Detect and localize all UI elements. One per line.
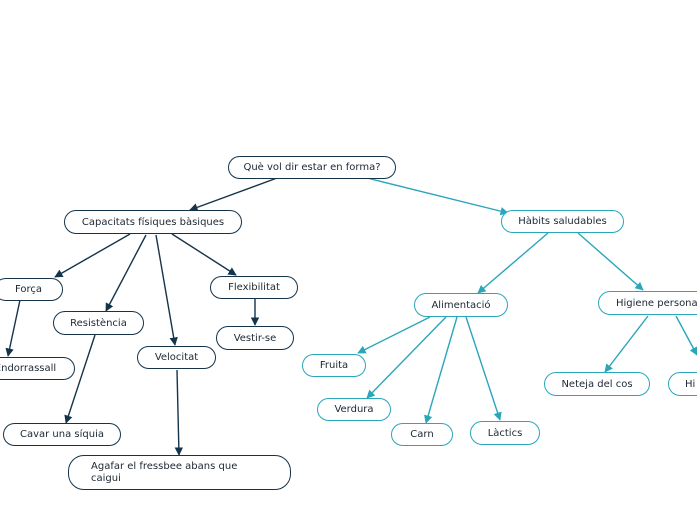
node-higiene-label: Higiene personal bbox=[616, 297, 697, 309]
edge-root-capacitats bbox=[189, 177, 278, 212]
node-flexibilitat[interactable]: Flexibilitat bbox=[210, 276, 298, 299]
node-forca[interactable]: Força bbox=[0, 278, 63, 301]
node-resistencia[interactable]: Resistència bbox=[53, 311, 144, 335]
edge-capacitats-resistencia bbox=[105, 234, 147, 312]
node-lactics[interactable]: Làctics bbox=[470, 421, 540, 445]
node-carn-label: Carn bbox=[410, 429, 434, 440]
node-carn[interactable]: Carn bbox=[391, 423, 453, 446]
node-habits[interactable]: Hàbits saludables bbox=[501, 210, 624, 233]
node-hi-label: Hi bbox=[685, 378, 696, 390]
edge-alimentacio-fruita bbox=[357, 316, 431, 354]
node-hi[interactable]: Hi bbox=[668, 372, 697, 396]
edge-habits-alimentacio bbox=[477, 232, 549, 294]
edge-velocitat-agafar bbox=[174, 369, 184, 456]
node-verdura-label: Verdura bbox=[334, 404, 374, 415]
node-agafar-label: Agafar el fressbee abans que caigui bbox=[91, 460, 238, 484]
edge-root-habits bbox=[366, 177, 509, 216]
node-neteja[interactable]: Neteja del cos bbox=[544, 372, 650, 396]
edge-resistencia-cavar bbox=[64, 334, 96, 424]
node-resistencia-label: Resistència bbox=[70, 317, 127, 329]
node-cavar-label: Cavar una síquia bbox=[19, 429, 104, 440]
node-agafar[interactable]: Agafar el fressbee abans que caigui bbox=[68, 455, 291, 490]
node-verdura[interactable]: Verdura bbox=[317, 398, 391, 421]
node-velocitat-label: Velocitat bbox=[154, 352, 199, 363]
edge-higiene-neteja bbox=[604, 315, 649, 373]
node-vestir[interactable]: Vestir-se bbox=[216, 326, 294, 350]
edge-alimentacio-verdura bbox=[366, 316, 447, 399]
edge-capacitats-velocitat bbox=[155, 234, 178, 346]
node-root[interactable]: Què vol dir estar en forma? bbox=[228, 156, 396, 179]
node-endorrassall[interactable]: Endorrassall bbox=[0, 357, 75, 380]
node-cavar[interactable]: Cavar una síquia bbox=[3, 423, 121, 446]
node-alimentacio[interactable]: Alimentació bbox=[414, 293, 508, 317]
edge-alimentacio-lactics bbox=[465, 316, 502, 421]
edge-capacitats-flexibilitat bbox=[171, 233, 237, 276]
node-alimentacio-label: Alimentació bbox=[431, 299, 491, 311]
node-habits-label: Hàbits saludables bbox=[518, 216, 607, 227]
node-fruita[interactable]: Fruita bbox=[302, 354, 366, 377]
node-vestir-label: Vestir-se bbox=[233, 332, 277, 344]
node-forca-label: Força bbox=[14, 284, 43, 295]
node-capacitats[interactable]: Capacitats físiques bàsiques bbox=[64, 210, 242, 234]
node-endorrassall-label: Endorrassall bbox=[0, 363, 57, 374]
node-root-label: Què vol dir estar en forma? bbox=[243, 162, 381, 173]
edge-alimentacio-carn bbox=[424, 316, 458, 424]
edge-capacitats-forca bbox=[54, 233, 131, 278]
node-capacitats-label: Capacitats físiques bàsiques bbox=[81, 216, 225, 228]
node-flexibilitat-label: Flexibilitat bbox=[228, 282, 280, 293]
node-neteja-label: Neteja del cos bbox=[561, 378, 633, 390]
edge-higiene-hi bbox=[675, 315, 697, 356]
node-higiene[interactable]: Higiene personal bbox=[598, 291, 697, 315]
node-lactics-label: Làctics bbox=[487, 427, 523, 439]
edge-forca-endorrassall bbox=[5, 299, 21, 357]
edge-habits-higiene bbox=[577, 232, 644, 291]
node-velocitat[interactable]: Velocitat bbox=[137, 346, 216, 369]
node-fruita-label: Fruita bbox=[319, 360, 349, 371]
